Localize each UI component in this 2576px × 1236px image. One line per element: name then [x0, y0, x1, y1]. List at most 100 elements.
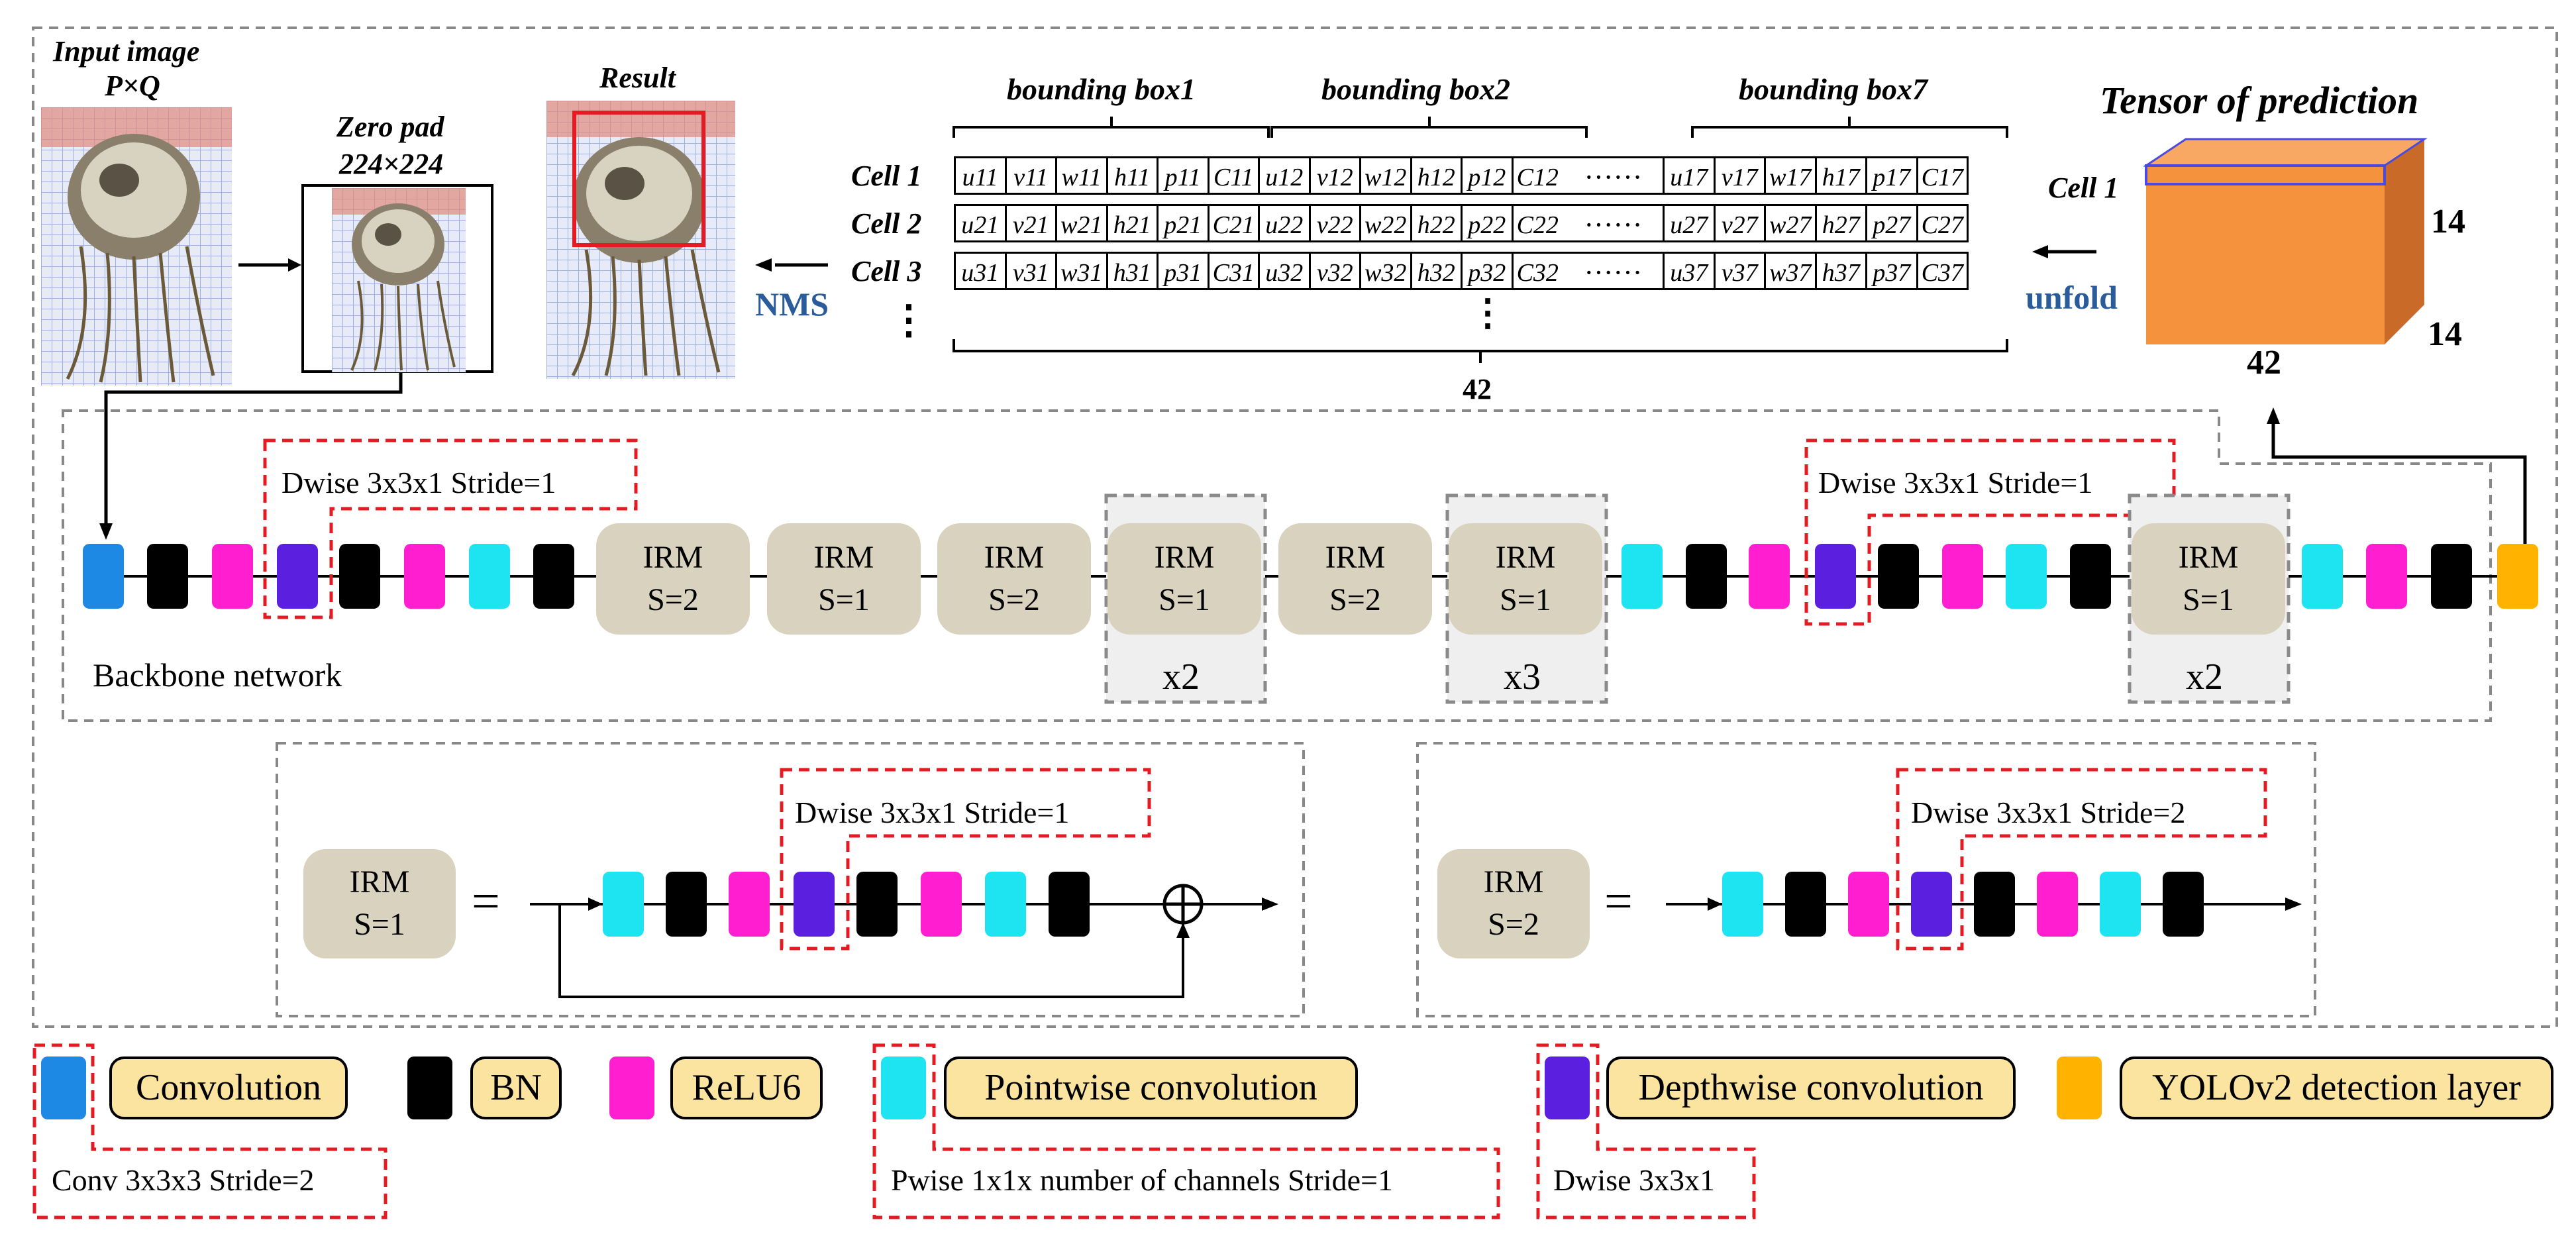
backbone-relu6-block	[1942, 544, 1983, 609]
table-cell: h32	[1410, 252, 1463, 290]
repeat-label-1: x2	[1162, 656, 1200, 697]
backbone-dwise-label-1: Dwise 3x3x1 Stride=1	[282, 466, 556, 499]
table-cell: u22	[1258, 204, 1311, 242]
irm-stride: S=2	[1329, 582, 1381, 617]
legend-relu6-label: ReLU6	[670, 1056, 823, 1119]
irm-s2-box: IRM S=2	[1437, 849, 1590, 958]
irm-s2-stride: S=2	[1488, 907, 1539, 942]
backbone-relu6-block	[1749, 544, 1790, 609]
legend-pointwise-swatch	[881, 1056, 926, 1119]
zero-pad-photo	[332, 188, 466, 372]
irm-name: IRM	[1325, 540, 1386, 575]
backbone-pointwise-block	[1622, 544, 1663, 609]
legend-depthwise-swatch	[1545, 1056, 1590, 1119]
table-cell: C27	[1916, 204, 1969, 242]
backbone-irm-block: IRM S=2	[1278, 523, 1432, 635]
irm-stride: S=1	[1500, 582, 1551, 617]
input-image-size: P×Q	[105, 70, 160, 102]
irm-s2-bn-block	[1974, 872, 2015, 937]
irm-s1-box: IRM S=1	[303, 849, 456, 958]
backbone-bn-block	[533, 544, 574, 609]
irm-stride: S=2	[647, 582, 699, 617]
table-cell: C22	[1511, 204, 1564, 242]
table-cell: h12	[1410, 156, 1463, 195]
legend-convolution-swatch	[41, 1056, 86, 1119]
nms-label: NMS	[755, 285, 829, 323]
table-cell: w22	[1359, 204, 1412, 242]
table-cell: C17	[1916, 156, 1969, 195]
bbox-group-7: bounding box7	[1739, 72, 1928, 106]
bbox-group-1: bounding box1	[1007, 72, 1196, 106]
legend-pwise-note: Pwise 1x1x number of channels Stride=1	[891, 1163, 1393, 1197]
left-vertical-dots: ⋮	[889, 298, 929, 342]
backbone-convolution-block	[83, 544, 124, 609]
table-cell: p22	[1461, 204, 1514, 242]
table-cell: h21	[1106, 204, 1159, 242]
backbone-label: Backbone network	[93, 656, 342, 694]
backbone-bn-block	[1686, 544, 1727, 609]
backbone-bn-block	[2431, 544, 2472, 609]
irm-stride: S=1	[2183, 582, 2234, 617]
repeat-label-3: x2	[2186, 656, 2223, 697]
backbone-relu6-block	[212, 544, 253, 609]
irm-s1-name: IRM	[349, 864, 410, 900]
legend-conv-note: Conv 3x3x3 Stride=2	[52, 1163, 315, 1197]
legend-yolo-label: YOLOv2 detection layer	[2120, 1056, 2553, 1119]
table-cell: u37	[1663, 252, 1716, 290]
table-cell: v12	[1308, 156, 1361, 195]
irm-s1-equals: =	[472, 874, 500, 929]
irm-s2-pointwise-block	[1722, 872, 1763, 937]
table-vertical-dots: ⋮	[1469, 293, 1506, 334]
table-cell: p17	[1865, 156, 1918, 195]
tensor-dim-c: 42	[2247, 344, 2281, 382]
backbone-depthwise-block	[1815, 544, 1856, 609]
irm-s2-bn-block	[1785, 872, 1826, 937]
irm-name: IRM	[813, 540, 874, 575]
irm-s1-relu6-block	[921, 872, 962, 937]
backbone-relu6-block	[2366, 544, 2407, 609]
table-row-label: Cell 3	[851, 255, 922, 287]
zero-pad-title: Zero pad	[336, 111, 444, 143]
table-cell: p11	[1157, 156, 1210, 195]
backbone-bn-block	[2070, 544, 2111, 609]
irm-s1-relu6-block	[729, 872, 770, 937]
legend-convolution-label: Convolution	[109, 1056, 348, 1119]
irm-s2-relu6-block	[2037, 872, 2078, 937]
irm-s1-bn-block	[666, 872, 707, 937]
table-cell: w17	[1764, 156, 1817, 195]
tensor-title: Tensor of prediction	[2100, 79, 2419, 122]
table-cell: w37	[1764, 252, 1817, 290]
legend-bn-label: BN	[470, 1056, 562, 1119]
irm-s1-stride: S=1	[354, 907, 405, 942]
table-cell: h31	[1106, 252, 1159, 290]
backbone-bn-block	[1878, 544, 1919, 609]
irm-s2-depthwise-block	[1911, 872, 1952, 937]
table-cell: C37	[1916, 252, 1969, 290]
irm-s1-dwise-label: Dwise 3x3x1 Stride=1	[795, 796, 1070, 829]
table-cell: v32	[1308, 252, 1361, 290]
irm-name: IRM	[1495, 540, 1556, 575]
input-image-photo	[41, 107, 232, 386]
legend-yolo-swatch	[2057, 1056, 2102, 1119]
table-cell: v22	[1308, 204, 1361, 242]
table-cell: v21	[1004, 204, 1057, 242]
table-cell: p32	[1461, 252, 1514, 290]
backbone-bn-block	[339, 544, 380, 609]
table-cell: ······	[1562, 252, 1665, 290]
irm-s2-dwise-label: Dwise 3x3x1 Stride=2	[1911, 796, 2186, 829]
table-cell: w32	[1359, 252, 1412, 290]
table-row-label: Cell 1	[851, 160, 922, 192]
backbone-irm-block: IRM S=1	[1449, 523, 1602, 635]
legend-pointwise-label: Pointwise convolution	[944, 1056, 1358, 1119]
irm-s2-equals: =	[1604, 874, 1633, 929]
table-cell: w11	[1055, 156, 1108, 195]
table-cell: C31	[1207, 252, 1260, 290]
irm-s1-bn-block	[856, 872, 898, 937]
backbone-pointwise-block	[2006, 544, 2047, 609]
result-photo	[546, 101, 735, 379]
irm-s2-relu6-block	[1848, 872, 1889, 937]
